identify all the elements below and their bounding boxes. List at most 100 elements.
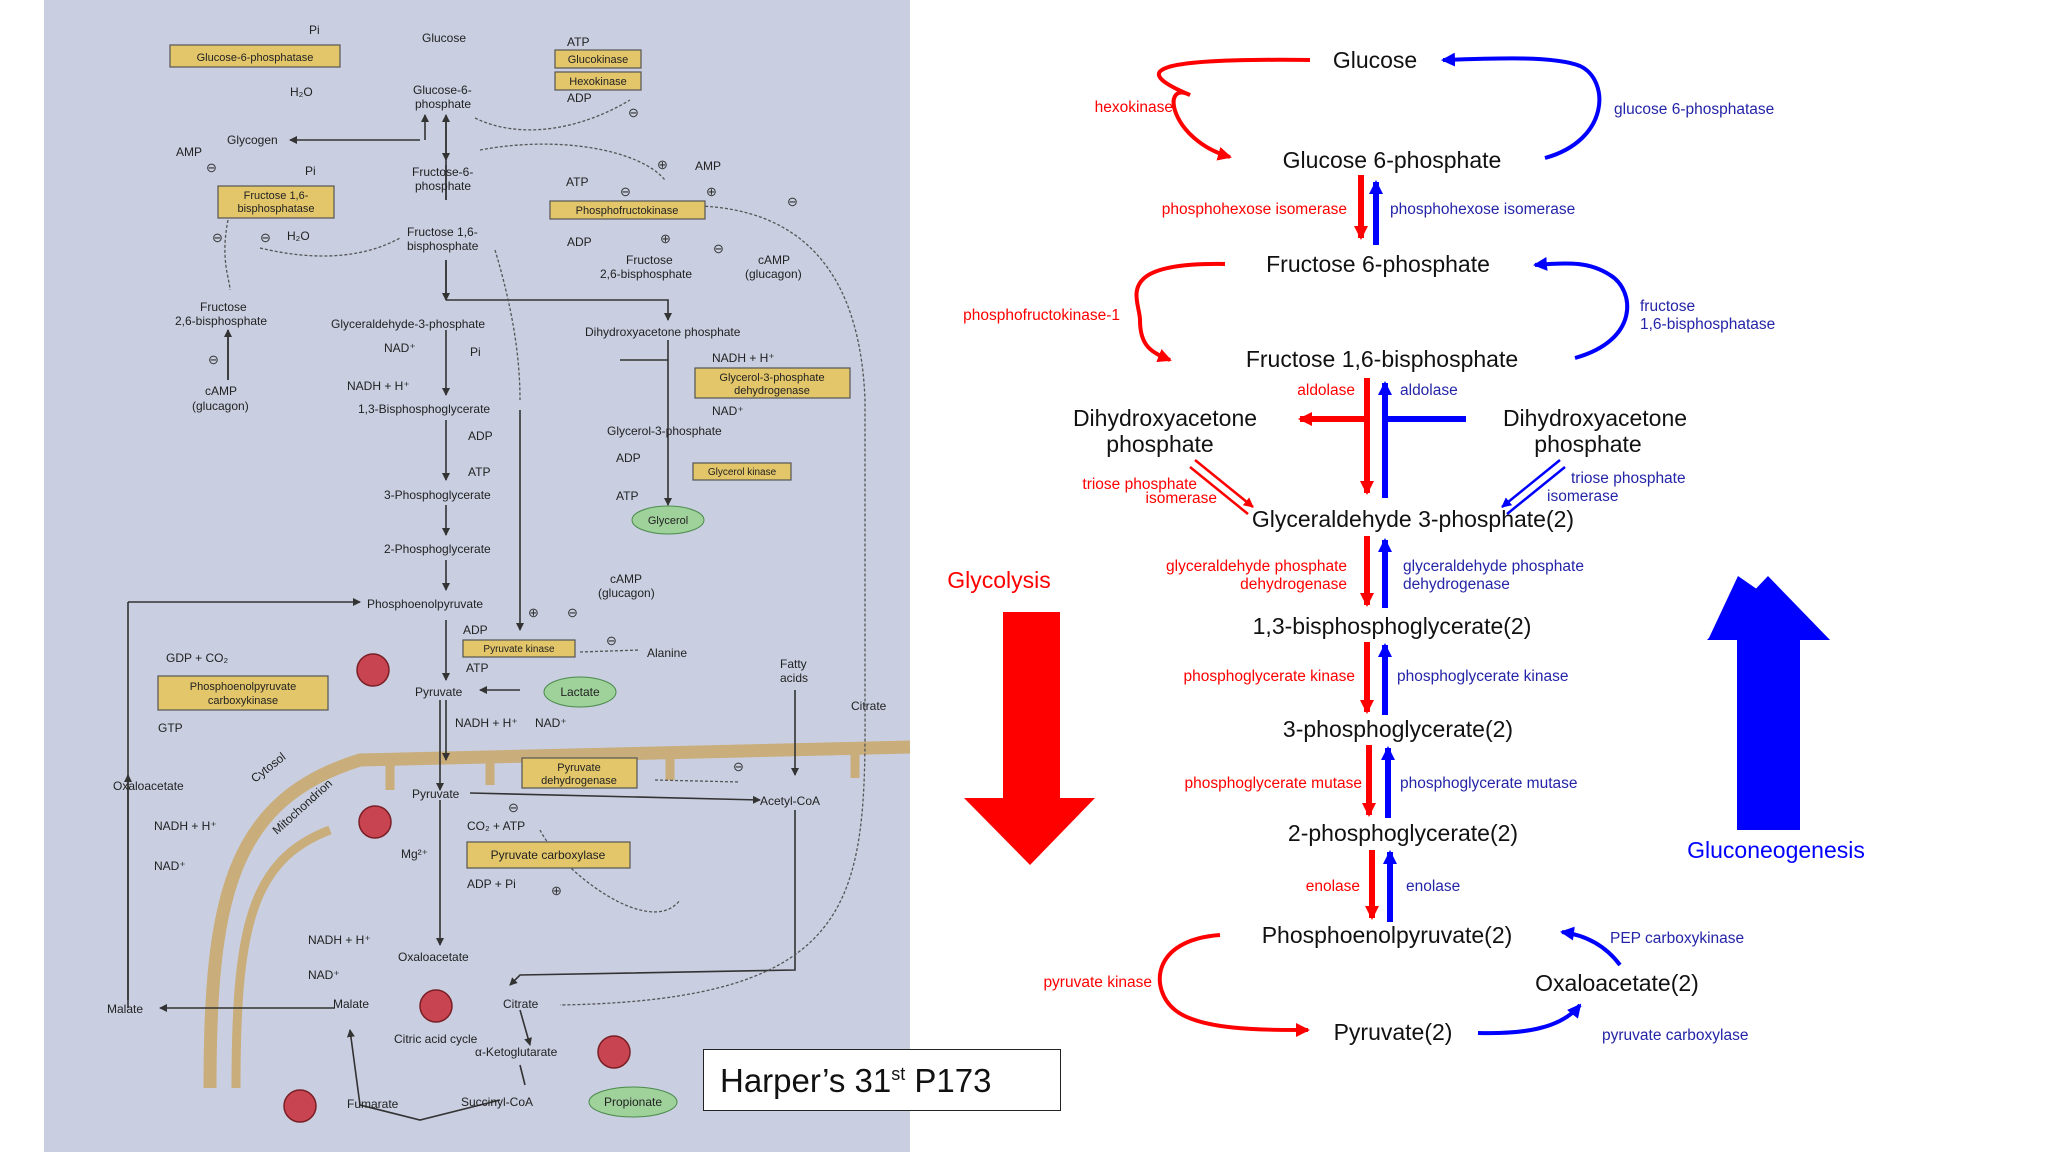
pi-label: Pi (470, 345, 481, 359)
pyruvate-label: Pyruvate(2) (1334, 1019, 1453, 1045)
nadh-label: NADH + H⁺ (455, 716, 518, 730)
citation-text: Harper’s 31st P173 (720, 1062, 991, 1100)
gapdh-blue-label-2: dehydrogenase (1403, 576, 1510, 593)
bisphosphoglycerate-label: 1,3-Bisphosphoglycerate (358, 402, 490, 416)
tpi-blue-line (1506, 466, 1566, 515)
plus-sign: ⊕ (706, 184, 717, 199)
minus-sign: ⊖ (508, 800, 519, 815)
metabolite-labels: Glucose Glucose 6-phosphate Fructose 6-p… (1073, 47, 1699, 1045)
phosphohexose-isomerase-blue-label: phosphohexose isomerase (1390, 201, 1575, 218)
glyceraldehyde-3-phosphate-label: Glyceraldehyde 3-phosphate(2) (1252, 506, 1574, 532)
minus-sign: ⊖ (208, 352, 219, 367)
f26bp-right-label-1: Fructose (626, 253, 673, 267)
hexokinase-label: Hexokinase (569, 76, 626, 88)
tpi-arrows (1189, 459, 1566, 515)
glycolysis-big-arrow (964, 612, 1095, 865)
phosphoenolpyruvate-label: Phosphoenolpyruvate (367, 597, 483, 611)
amp-label: AMP (695, 159, 721, 173)
nadh-label: NADH + H⁺ (712, 351, 775, 365)
glycolysis-bypass-arrows (1134, 57, 1311, 1037)
pfk-arrow (1134, 261, 1226, 363)
dhap-left-label-1: Dihydroxyacetone (1073, 405, 1257, 431)
nadh-label: NADH + H⁺ (347, 379, 410, 393)
hexokinase-label: hexokinase (1095, 99, 1173, 116)
glucose-6-phosphate-label: Glucose 6-phosphate (1283, 147, 1502, 173)
f6p-label-2: phosphate (415, 179, 471, 193)
citric-acid-cycle-label: Citric acid cycle (394, 1032, 478, 1046)
tpi-blue-label-1: triose phosphate (1571, 470, 1686, 487)
water-label: H₂O (290, 85, 313, 99)
dhap-right-label-1: Dihydroxyacetone (1503, 405, 1687, 431)
nadh-label: NADH + H⁺ (154, 819, 217, 833)
2-phosphoglycerate-label: 2-Phosphoglycerate (384, 542, 491, 556)
substrate-pools: Glycerol Lactate Propionate (543, 505, 705, 1118)
figure-labels: Pi Glucose ATP H₂O ADP Glucose-6- phosph… (107, 23, 887, 1111)
minus-sign: ⊖ (212, 230, 223, 245)
succinyl-coa-label: Succinyl-CoA (461, 1095, 533, 1109)
tpi-red-label-1: triose phosphate (1082, 476, 1197, 493)
gluconeogenesis-label: Gluconeogenesis (1687, 837, 1865, 863)
acetyl-coa-label: Acetyl-CoA (760, 794, 820, 808)
citrate-label: Citrate (851, 699, 887, 713)
atp-label: ATP (567, 35, 589, 49)
oxaloacetate-cytosol-label: Oxaloacetate (113, 779, 184, 793)
gluconeogenesis-bypass-arrows (1441, 52, 1630, 1036)
fbpase-arrow (1533, 257, 1630, 360)
dhap-right-label-2: phosphate (1534, 431, 1641, 457)
fbpase-label-2: 1,6-bisphosphatase (1640, 316, 1775, 333)
gapdh-blue-label-1: glyceraldehyde phosphate (1403, 558, 1584, 575)
pi-label: Pi (309, 23, 320, 37)
pepck-label-2: carboxykinase (208, 695, 278, 707)
nad-label: NAD⁺ (154, 859, 186, 873)
lactate-pool-label: Lactate (560, 685, 600, 699)
g6p-label-2: phosphate (415, 97, 471, 111)
camp-right-label: cAMP (758, 253, 790, 267)
glycerol-kinase-box (692, 462, 792, 481)
minus-sign: ⊖ (628, 105, 639, 120)
minus-sign: ⊖ (206, 160, 217, 175)
pyruvate-carboxylase-arrow (1477, 1003, 1582, 1036)
gapdh-red-label-1: glyceraldehyde phosphate (1166, 558, 1347, 575)
atp-label: ATP (466, 661, 488, 675)
water-label: H₂O (287, 229, 310, 243)
pgm-blue-label: phosphoglycerate mutase (1400, 775, 1578, 792)
atp-label: ATP (566, 175, 588, 189)
malate-cytosol-label: Malate (107, 1002, 143, 1016)
pepck-arrow (1560, 926, 1622, 967)
mitochondrial-membrane-outer (203, 740, 911, 1089)
gluconeogenesis-arrow-shape (1707, 576, 1830, 830)
regulation-wavy-lines (224, 99, 866, 1006)
atp-label: ATP (616, 489, 638, 503)
glycerol-3-phosphate-dehydrogenase-box (694, 367, 851, 399)
pyruvate-carboxylase-box (466, 841, 631, 869)
amp-label: AMP (176, 145, 202, 159)
g3pdh-label-2: dehydrogenase (734, 385, 810, 397)
g3pdh-label-1: Glycerol-3-phosphate (719, 372, 824, 384)
fatty-acids-label-1: Fatty (780, 657, 807, 671)
pep-carboxykinase-label: PEP carboxykinase (1610, 930, 1744, 947)
3-phosphoglycerate-label: 3-Phosphoglycerate (384, 488, 491, 502)
g6pase-arrow (1441, 52, 1602, 160)
pathway-diagram: Glycolysis Gluconeogenesis Glucose Gluco… (947, 47, 1865, 1045)
pepck-box (157, 675, 329, 711)
phosphohexose-isomerase-red-label: phosphohexose isomerase (1162, 201, 1347, 218)
glucokinase-box (554, 49, 642, 69)
camp-left-label: cAMP (205, 384, 237, 398)
adp-label: ADP (567, 91, 592, 105)
nad-label: NAD⁺ (712, 404, 744, 418)
adp-label: ADP (468, 429, 493, 443)
f26bp-left-label-2: 2,6-bisphosphate (175, 314, 267, 328)
minus-sign: ⊖ (733, 759, 744, 774)
aldolase-blue-label: aldolase (1400, 382, 1458, 399)
dhap-left-label-2: phosphate (1106, 431, 1213, 457)
phosphofructokinase-box (549, 200, 706, 220)
glucose-label: Glucose (1333, 47, 1417, 73)
pyruvate-kinase-box (462, 639, 576, 658)
tpi-red-line (1189, 466, 1249, 515)
tpi-blue-label-2: isomerase (1547, 488, 1619, 505)
citation-box: Harper’s 31st P173 (703, 1049, 1061, 1111)
phosphofructokinase-label: phosphofructokinase-1 (963, 307, 1120, 324)
fumarate-label: Fumarate (347, 1097, 399, 1111)
pyruvate-kinase-label: pyruvate kinase (1043, 974, 1152, 991)
